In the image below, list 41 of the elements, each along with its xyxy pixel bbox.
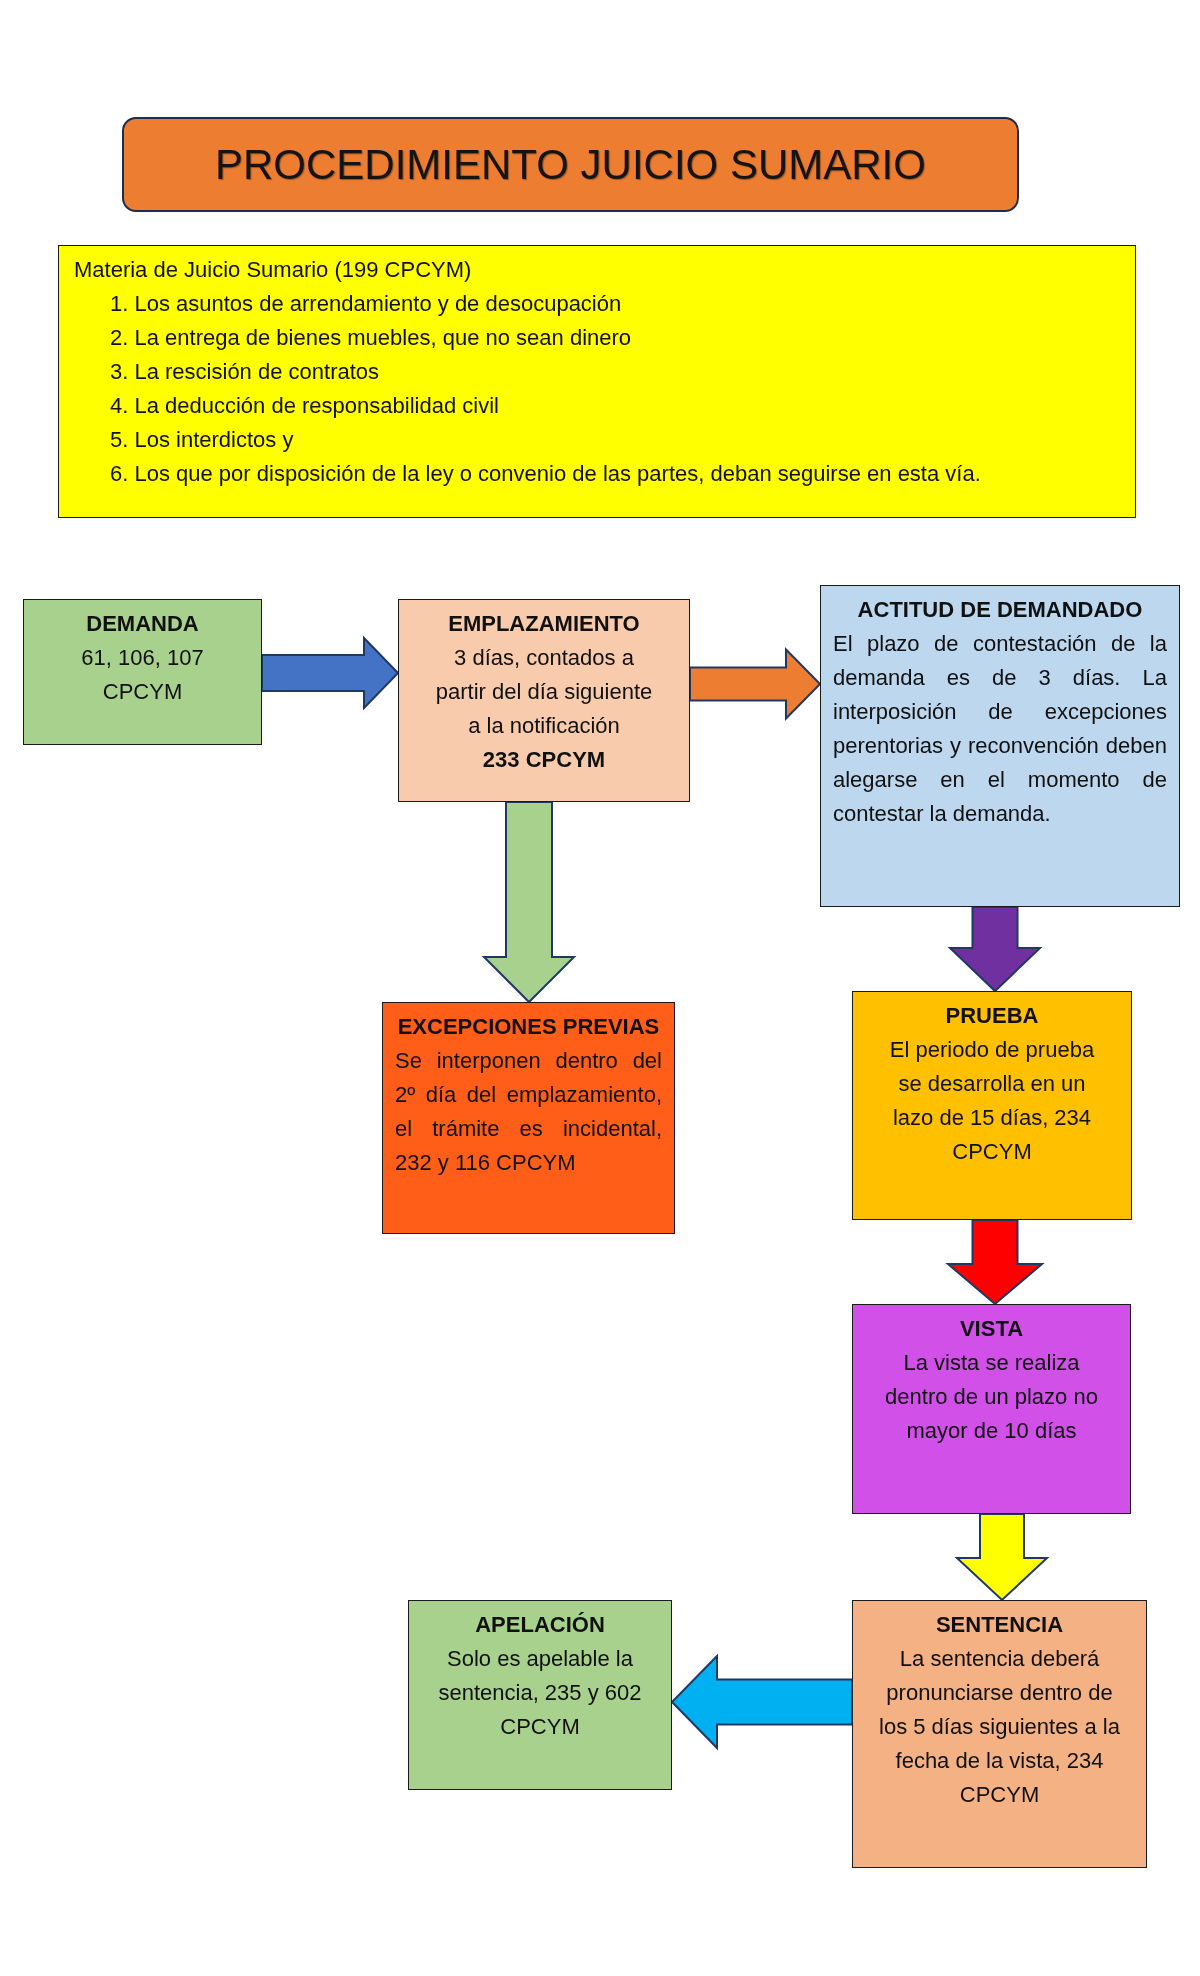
- block-arrow: [947, 906, 1043, 993]
- process-box: [23, 599, 262, 745]
- process-box: [398, 599, 690, 802]
- process-box: [852, 1600, 1147, 1868]
- box-text: El plazo de contestación de la demanda es de 3 días. La interposición de excepciones perentorias y reconvención deben alegarse en el momento de contestar la demanda.: [833, 630, 1167, 828]
- list-item: 5. Los interdictos y: [110, 426, 294, 454]
- box-text: Se interponen dentro del 2º día del emplazamiento, el trámite es incidental, 232 y 116 CPCYM: [395, 1047, 662, 1177]
- box-heading: SENTENCIA: [935, 1611, 1064, 1639]
- box-heading: EXCEPCIONES PREVIAS: [397, 1013, 660, 1041]
- block-arrow: [689, 647, 822, 721]
- list-item: 2. La entrega de bienes muebles, que no sean dinero: [110, 324, 632, 352]
- process-box: [852, 991, 1132, 1220]
- box-heading: PRUEBA: [945, 1002, 1039, 1030]
- process-box: [852, 1304, 1131, 1514]
- box-text: 61, 106, 107 CPCYM: [80, 644, 205, 706]
- list-item: 4. La deducción de responsabilidad civil: [110, 392, 499, 420]
- box-text: 3 días, contados a partir del día siguiente a la notificación: [434, 644, 654, 740]
- process-box: [820, 585, 1180, 907]
- list-heading: Materia de Juicio Sumario (199 CPCYM): [74, 256, 472, 284]
- block-arrow: [945, 1219, 1045, 1306]
- box-text: 233 CPCYM: [482, 746, 606, 774]
- box-text: Solo es apelable la sentencia, 235 y 602 CPCYM: [437, 1645, 643, 1741]
- block-arrow: [481, 801, 577, 1004]
- list-item: 3. La rescisión de contratos: [110, 358, 380, 386]
- diagram-title: PROCEDIMIENTO JUICIO SUMARIO: [215, 139, 926, 190]
- list-item: 6. Los que por disposición de la ley o convenio de las partes, deban seguirse en esta vía.: [110, 460, 981, 488]
- process-box: [408, 1600, 672, 1790]
- box-heading: DEMANDA: [86, 610, 199, 638]
- box-heading: EMPLAZAMIENTO: [448, 610, 640, 638]
- list-item: 1. Los asuntos de arrendamiento y de desocupación: [110, 290, 622, 318]
- info-box: [58, 245, 1136, 518]
- box-heading: VISTA: [959, 1315, 1024, 1343]
- box-text: El periodo de prueba se desarrolla en un lazo de 15 días, 234 CPCYM: [888, 1036, 1096, 1166]
- process-box: [382, 1002, 675, 1234]
- box-text: La vista se realiza dentro de un plazo no mayor de 10 días: [884, 1349, 1099, 1445]
- box-text: La sentencia deberá pronunciarse dentro de los 5 días siguientes a la fecha de la vista, 234 CPCYM: [878, 1645, 1121, 1809]
- block-arrow: [670, 1653, 853, 1751]
- block-arrow: [261, 635, 400, 711]
- block-arrow: [954, 1513, 1050, 1602]
- box-heading: ACTITUD DE DEMANDADO: [857, 596, 1143, 624]
- box-heading: APELACIÓN: [475, 1611, 605, 1639]
